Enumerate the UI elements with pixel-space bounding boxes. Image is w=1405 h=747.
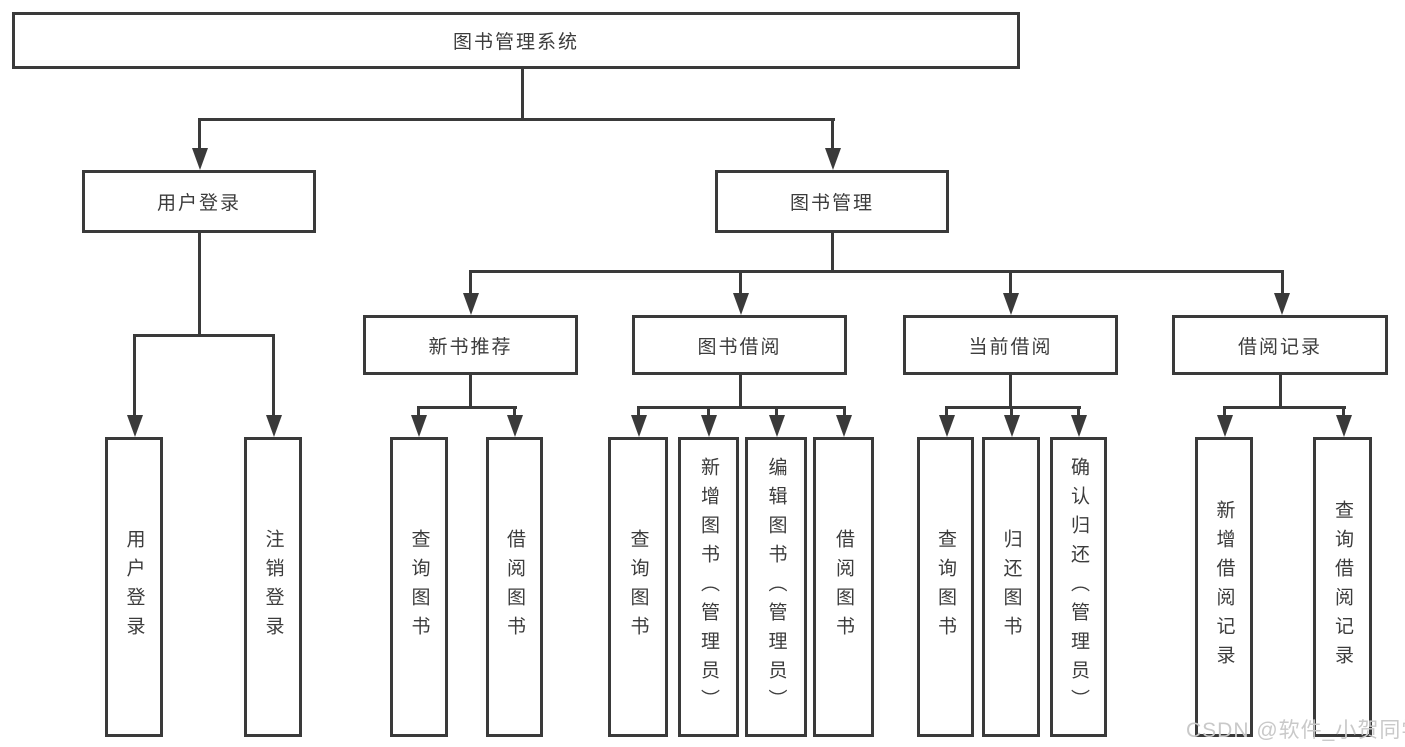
connector-line [739,270,742,295]
leaf-borrow-books-recommend-label: 借阅图书 [504,529,525,645]
arrow-down-icon [1004,415,1020,437]
connector-line [133,334,136,416]
leaf-query-books-current-label: 查询图书 [935,529,956,645]
node-user-login: 用户登录 [82,170,316,233]
connector-line [739,375,742,408]
arrow-down-icon [127,415,143,437]
connector-line [1009,375,1012,408]
connector-line [469,270,472,295]
node-book-borrowing-label: 图书借阅 [697,336,782,358]
arrow-down-icon [939,415,955,437]
node-borrowing-records-label: 借阅记录 [1237,336,1322,358]
arrow-down-icon [769,415,785,437]
node-book-borrowing: 图书借阅 [632,315,847,375]
leaf-query-books-recommend: 查询图书 [390,437,448,737]
connector-line [133,334,275,337]
leaf-borrow-books-borrowing-label: 借阅图书 [833,529,854,645]
connector-line [945,406,1081,409]
arrow-down-icon [1336,415,1352,437]
leaf-query-borrow-record-label: 查询借阅记录 [1332,500,1353,674]
arrow-down-icon [192,148,208,170]
connector-line [831,233,834,273]
arrow-down-icon [507,415,523,437]
arrow-down-icon [825,148,841,170]
leaf-return-books: 归还图书 [982,437,1040,737]
arrow-down-icon [411,415,427,437]
node-new-book-recommendation: 新书推荐 [363,315,578,375]
leaf-query-books-current: 查询图书 [917,437,974,737]
arrow-down-icon [733,293,749,315]
leaf-borrow-books-recommend: 借阅图书 [486,437,543,737]
connector-line [198,118,835,121]
arrow-down-icon [266,415,282,437]
connector-line [1281,270,1284,295]
node-root: 图书管理系统 [12,12,1020,69]
connector-line [1279,375,1282,408]
leaf-user-login-label: 用户登录 [123,529,145,645]
connector-line [637,406,846,409]
connector-line [469,270,1284,273]
connector-line [417,406,420,416]
leaf-edit-books-admin: 编辑图书（管理员） [745,437,807,737]
connector-line [198,233,201,337]
connector-line [521,68,524,121]
node-user-login-label: 用户登录 [156,193,241,214]
connector-line [637,406,640,416]
connector-line [513,406,516,416]
connector-line [417,406,517,409]
leaf-query-books-borrowing-label: 查询图书 [627,529,649,645]
watermark: CSDN @软件_小贺同学 [1186,719,1405,742]
connector-line [198,118,201,150]
leaf-query-borrow-record: 查询借阅记录 [1313,437,1372,737]
node-borrowing-records: 借阅记录 [1172,315,1388,375]
connector-line [1077,406,1080,416]
connector-line [831,118,834,150]
leaf-add-books-admin-label: 新增图书（管理员） [698,456,719,718]
leaf-add-borrow-record-label: 新增借阅记录 [1213,500,1235,674]
connector-line [1342,406,1345,416]
leaf-logout-label: 注销登录 [262,529,284,645]
connector-line [1223,406,1226,416]
connector-line [843,406,846,416]
arrow-down-icon [1217,415,1233,437]
arrow-down-icon [701,415,717,437]
node-book-management-label: 图书管理 [789,193,874,214]
leaf-add-books-admin: 新增图书（管理员） [678,437,739,737]
arrow-down-icon [836,415,852,437]
node-root-label: 图书管理系统 [452,32,579,53]
connector-line [469,375,472,408]
arrow-down-icon [1003,293,1019,315]
connector-line [945,406,948,416]
connector-line [1010,406,1013,416]
connector-line [707,406,710,416]
connector-line [1009,270,1012,295]
arrow-down-icon [631,415,647,437]
node-new-book-recommendation-label: 新书推荐 [428,336,513,358]
leaf-logout: 注销登录 [244,437,302,737]
leaf-confirm-return-admin-label: 确认归还（管理员） [1068,456,1089,718]
node-current-borrowing-label: 当前借阅 [968,336,1053,358]
leaf-add-borrow-record: 新增借阅记录 [1195,437,1253,737]
connector-line [775,406,778,416]
node-current-borrowing: 当前借阅 [903,315,1118,375]
leaf-query-books-borrowing: 查询图书 [608,437,668,737]
leaf-return-books-label: 归还图书 [1000,529,1022,645]
arrow-down-icon [1274,293,1290,315]
arrow-down-icon [463,293,479,315]
node-book-management: 图书管理 [715,170,949,233]
leaf-borrow-books-borrowing: 借阅图书 [813,437,874,737]
connector-line [272,334,275,416]
leaf-query-books-recommend-label: 查询图书 [408,529,430,645]
leaf-confirm-return-admin: 确认归还（管理员） [1050,437,1107,737]
connector-line [1223,406,1346,409]
leaf-edit-books-admin-label: 编辑图书（管理员） [765,456,787,718]
arrow-down-icon [1071,415,1087,437]
leaf-user-login: 用户登录 [105,437,163,737]
